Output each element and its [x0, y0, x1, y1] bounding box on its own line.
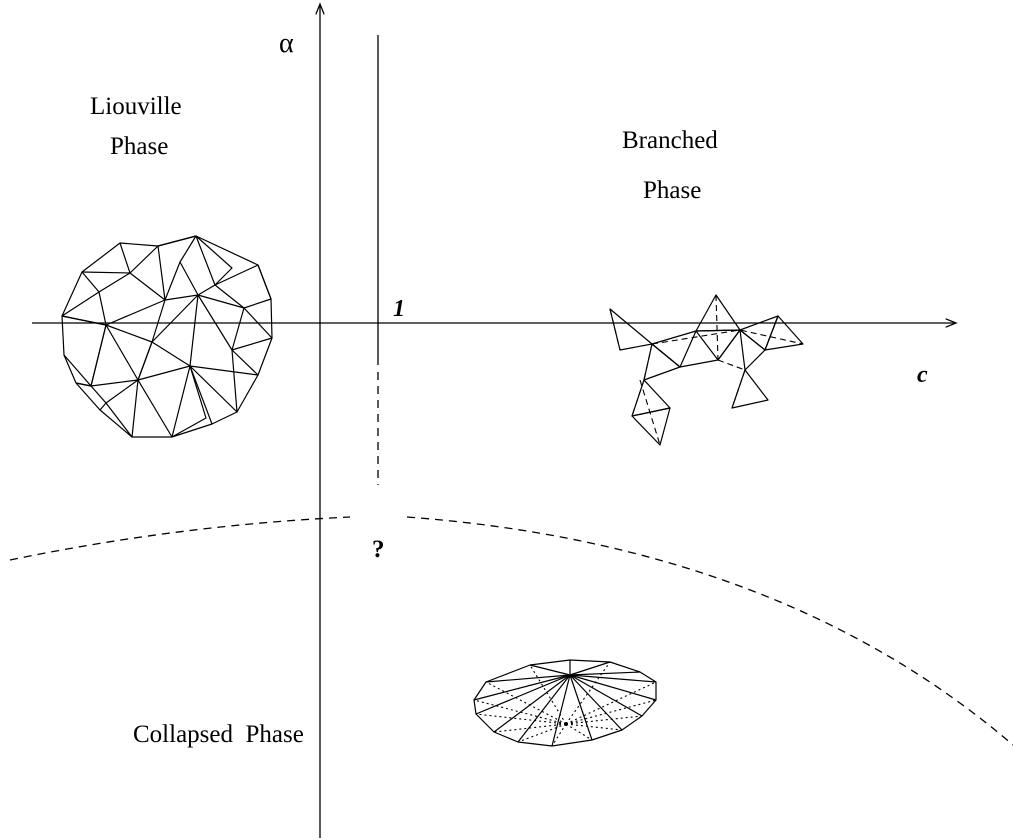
branched-phase-label-line1: Branched [622, 127, 718, 154]
branched-phase-label-line2: Phase [643, 177, 701, 204]
liouville-phase-label-line2: Phase [110, 133, 168, 160]
liouville-phase-label-line1: Liouville [90, 93, 182, 120]
tick-label-one: 1 [393, 296, 405, 322]
collapsed-disc-icon [473, 659, 657, 747]
branched-polymer-icon [609, 294, 804, 446]
x-axis-label: c [917, 362, 928, 388]
collapsed-phase-boundary-right [406, 516, 1013, 746]
liouville-triangulation-icon [61, 235, 273, 438]
unknown-region-label: ? [372, 536, 385, 563]
collapsed-phase-boundary-left [9, 516, 351, 561]
collapsed-phase-label: Collapsed Phase [133, 721, 304, 748]
y-axis-label: α [279, 28, 294, 59]
